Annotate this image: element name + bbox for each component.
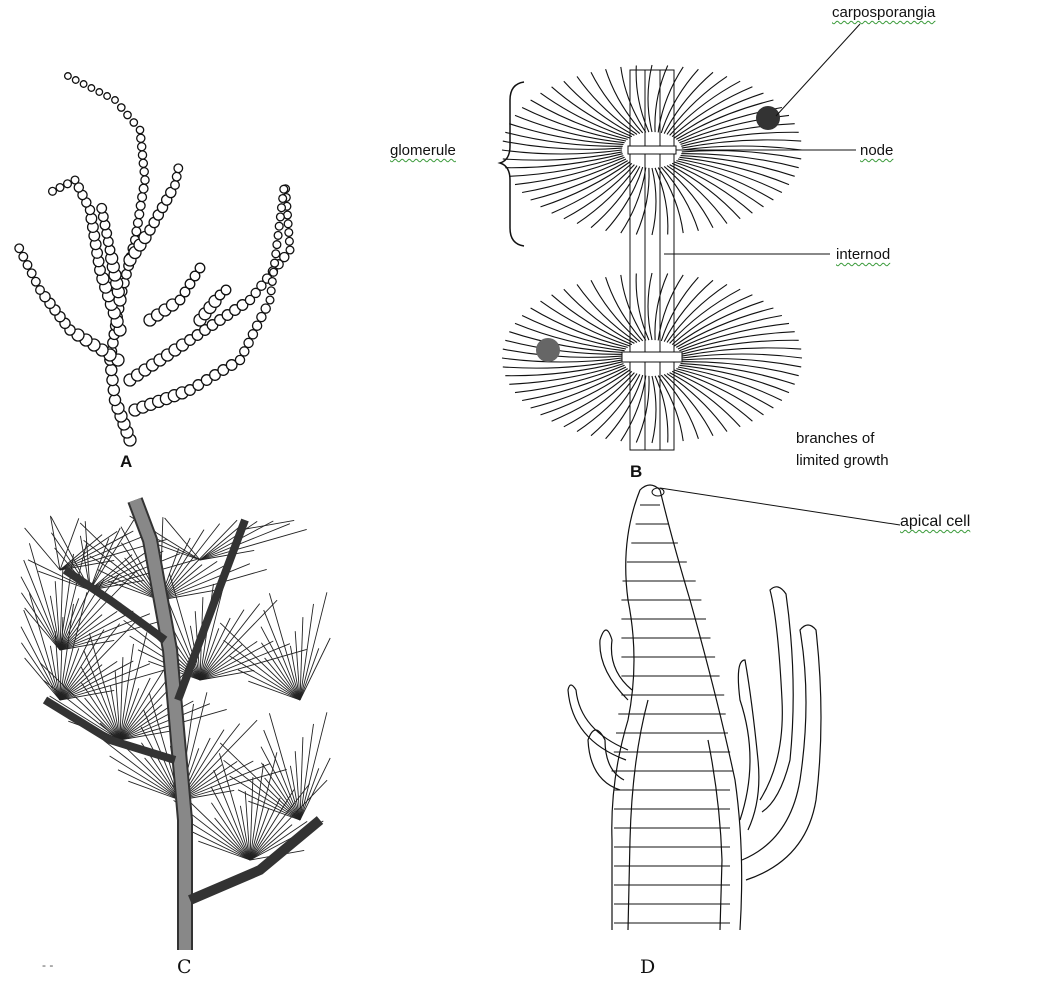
branches-label-line2: limited growth bbox=[796, 452, 889, 469]
carposporangia-label: carposporangia bbox=[832, 4, 935, 21]
apical-cell bbox=[652, 488, 664, 496]
internod-label: internod bbox=[836, 246, 890, 263]
panel-d-letter: D bbox=[640, 956, 655, 978]
node-label: node bbox=[860, 142, 893, 159]
panel-d-main-axis bbox=[612, 485, 742, 930]
panel-b-letter: B bbox=[630, 462, 642, 482]
apical-cell-leader bbox=[660, 488, 900, 525]
branches-label-line1: branches of bbox=[796, 430, 874, 447]
panel-c-letter: C bbox=[177, 956, 192, 978]
glomerule-label: glomerule bbox=[390, 142, 456, 159]
panel-a-letter: A bbox=[120, 452, 132, 472]
small-mark: - - bbox=[42, 958, 53, 972]
apical-cell-label: apical cell bbox=[900, 513, 970, 531]
